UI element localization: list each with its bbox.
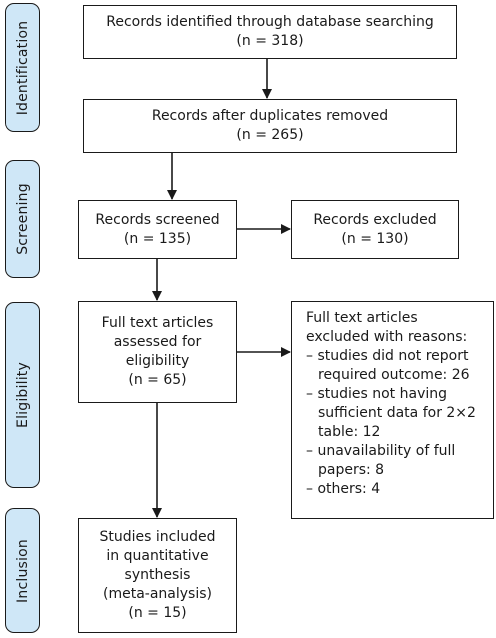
studies-included-line-3: synthesis — [124, 567, 191, 583]
records-identified-count: (n = 318) — [236, 33, 304, 49]
records-screened-text: Records screened — [95, 211, 220, 228]
box-records-identified: Records identified through database sear… — [83, 5, 457, 59]
phase-inclusion: Inclusion — [5, 508, 40, 633]
fulltext-assessed-line-1: Full text articles — [101, 315, 214, 331]
studies-included-line-4: (meta-analysis) — [103, 586, 212, 602]
records-excluded-text: Records excluded — [313, 211, 437, 228]
box-records-deduplicated: Records after duplicates removed (n = 26… — [83, 99, 457, 153]
studies-included-count: (n = 15) — [128, 605, 187, 621]
records-identified-text: Records identified through database sear… — [106, 14, 434, 30]
records-screened-count: (n = 135) — [123, 230, 192, 247]
records-excluded-count: (n = 130) — [341, 230, 409, 247]
records-deduplicated-count: (n = 265) — [236, 127, 304, 143]
fulltext-excluded-header-2: excluded with reasons: — [306, 329, 468, 345]
fulltext-excluded-header-1: Full text articles — [306, 310, 418, 326]
box-fulltext-assessed: Full text articles assessed for eligibil… — [78, 301, 237, 403]
box-records-screened: Records screened (n = 135) — [78, 200, 237, 259]
fulltext-assessed-count: (n = 65) — [128, 372, 187, 388]
exclusion-reason-item: – unavailability of full papers: 8 — [306, 443, 456, 478]
exclusion-reason-item: – others: 4 — [306, 481, 381, 497]
records-deduplicated-text: Records after duplicates removed — [151, 108, 389, 124]
box-studies-included: Studies included in quantitative synthes… — [78, 518, 237, 633]
fulltext-assessed-line-3: eligibility — [125, 353, 190, 369]
box-records-excluded: Records excluded (n = 130) — [291, 200, 459, 259]
exclusion-reason-item: – studies not having sufficient data for… — [306, 386, 476, 440]
box-fulltext-excluded: Full text articles excluded with reasons… — [291, 301, 494, 519]
phase-eligibility: Eligibility — [5, 302, 40, 488]
studies-included-line-1: Studies included — [99, 529, 216, 545]
phase-screening: Screening — [5, 160, 40, 278]
fulltext-assessed-line-2: assessed for — [113, 334, 202, 350]
phase-identification: Identification — [5, 3, 40, 132]
studies-included-line-2: in quantitative — [106, 548, 209, 564]
exclusion-reason-item: – studies did not report required outcom… — [306, 348, 470, 383]
